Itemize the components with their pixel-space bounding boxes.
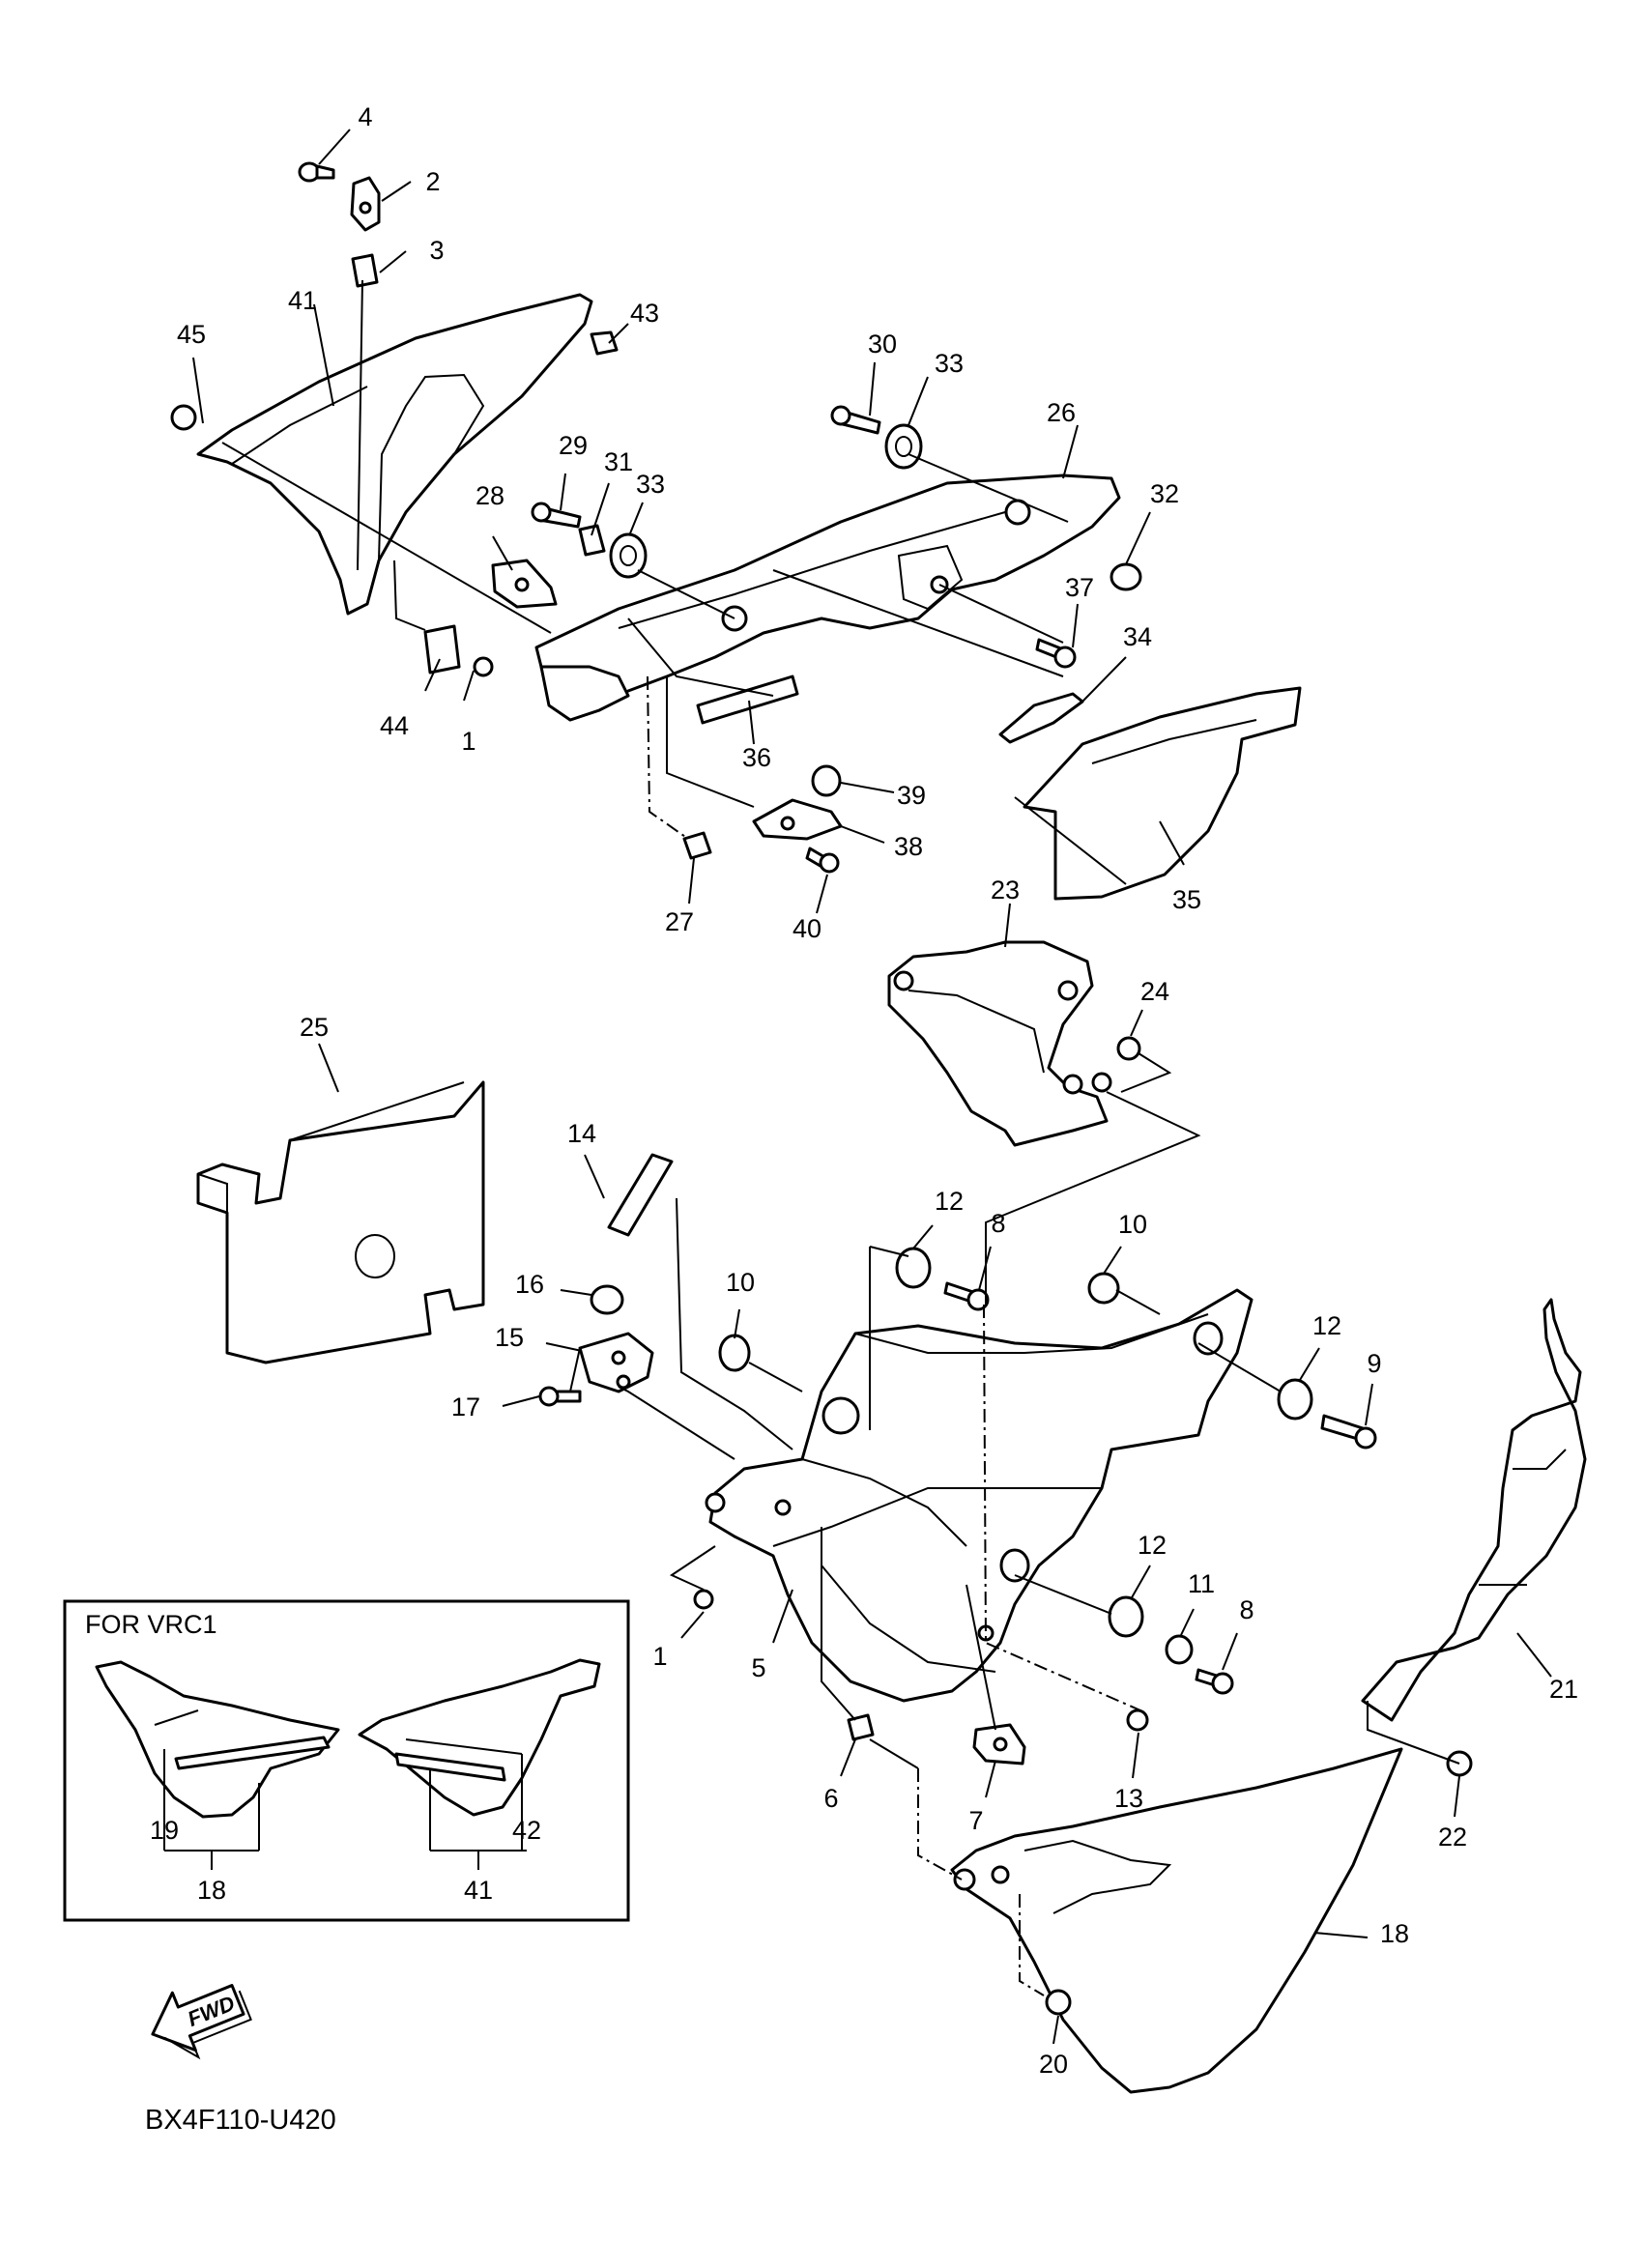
- inset-part-41-cover: [358, 1658, 601, 1817]
- callout-label: 4: [358, 102, 372, 131]
- callout-label: 23: [991, 876, 1020, 904]
- callout-label: 24: [1140, 977, 1169, 1006]
- part-39-grommet: [811, 764, 842, 797]
- callout-label: 42: [512, 1816, 541, 1845]
- callout-label: 12: [1138, 1531, 1167, 1560]
- part-5-frame: [708, 1288, 1254, 1703]
- callout-label: 43: [630, 299, 659, 328]
- part-3-clip: [351, 253, 379, 288]
- part-32-collar: [1110, 562, 1142, 591]
- part-34-pad: [998, 692, 1084, 744]
- callout-label: 10: [1118, 1210, 1147, 1239]
- callout-label: 25: [300, 1013, 329, 1042]
- callout-label: 41: [288, 286, 317, 315]
- callout-label: 21: [1549, 1675, 1578, 1704]
- part-25-panel: [196, 1080, 485, 1364]
- callout-label: 38: [894, 832, 923, 861]
- callout-label: 10: [726, 1268, 755, 1297]
- callout-label: 30: [868, 330, 897, 359]
- callout-label: 8: [1239, 1595, 1254, 1624]
- callout-label: 12: [1312, 1311, 1341, 1340]
- callout-label: 18: [1380, 1919, 1409, 1948]
- diagram-code: BX4F110-U420: [145, 2105, 336, 2136]
- part-31-collar: [578, 524, 606, 557]
- part-23-bracket: [887, 940, 1109, 1147]
- callout-label: 11: [1188, 1569, 1215, 1598]
- callout-label: 19: [150, 1816, 179, 1845]
- inset-part-18-cover: [95, 1660, 340, 1819]
- upper-assembly: [170, 129, 1302, 914]
- part-11-collar: [1165, 1634, 1194, 1665]
- part-36-pad: [696, 675, 799, 725]
- callout-label: 12: [935, 1187, 964, 1216]
- part-26-frame: [534, 474, 1121, 722]
- callout-label: 33: [935, 349, 964, 378]
- part-20-screw: [1045, 1989, 1072, 2016]
- part-27-nut: [682, 831, 712, 860]
- callout-label: 14: [567, 1119, 596, 1148]
- part-33-grommet-a: [609, 532, 648, 579]
- part-1-screw-lower: [693, 1589, 714, 1610]
- part-1-screw-upper: [473, 656, 494, 677]
- part-12-grommet-low: [1108, 1595, 1144, 1638]
- callout-label: 28: [476, 481, 504, 510]
- part-10-collar-right: [1087, 1272, 1120, 1305]
- callout-label: 33: [636, 470, 665, 499]
- callout-label: 16: [515, 1270, 544, 1299]
- callout-label: 31: [604, 447, 633, 476]
- callout-label: 13: [1114, 1784, 1143, 1813]
- callout-label: 18: [197, 1876, 226, 1905]
- part-21-cover: [1361, 1298, 1587, 1722]
- callout-label: 27: [665, 907, 694, 936]
- callout-label: 1: [652, 1642, 667, 1671]
- part-43-nut: [590, 330, 619, 356]
- vrc1-inset: FOR VRC1: [63, 1599, 630, 1922]
- callout-label: 37: [1065, 573, 1094, 602]
- callout-label: 26: [1047, 398, 1076, 427]
- part-45-screw: [170, 404, 197, 431]
- callout-label: 5: [751, 1653, 765, 1682]
- callout-label: 45: [177, 320, 206, 349]
- callout-label: 15: [495, 1323, 524, 1352]
- callout-label: 40: [793, 914, 822, 943]
- part-24-nut: [1116, 1036, 1141, 1061]
- callout-label: 3: [429, 236, 444, 265]
- lower-assembly: [196, 796, 1587, 2094]
- callout-label: 41: [464, 1876, 493, 1905]
- callout-label: 39: [897, 781, 926, 810]
- callout-label: 6: [823, 1784, 838, 1813]
- part-16-grommet: [590, 1284, 624, 1315]
- callout-label: 44: [380, 711, 409, 740]
- callout-label: 8: [991, 1209, 1005, 1238]
- callout-label: 32: [1150, 479, 1179, 508]
- callout-label: 7: [968, 1806, 983, 1835]
- callout-labels: 1 1 2 3 4 5 6 7 8 8 9 10 10 11 12 12 12 …: [150, 102, 1578, 2079]
- inset-title: FOR VRC1: [85, 1610, 217, 1639]
- callout-label: 22: [1438, 1823, 1467, 1852]
- part-12-grommet-right: [1277, 1378, 1313, 1421]
- fwd-arrow: FWD: [151, 1984, 252, 2060]
- callout-label: 9: [1367, 1349, 1381, 1378]
- part-33-grommet-b: [884, 423, 923, 470]
- part-6-nut: [847, 1713, 875, 1741]
- part-13-screw: [1126, 1708, 1149, 1732]
- callout-label: 35: [1172, 885, 1201, 914]
- part-35-cover: [1023, 686, 1302, 901]
- part-14-strip: [607, 1153, 674, 1237]
- part-38-bracket: [752, 798, 843, 841]
- callout-label: 29: [559, 431, 588, 460]
- callout-label: 34: [1123, 622, 1152, 651]
- part-44-pad: [423, 624, 461, 675]
- callout-label: 36: [742, 743, 771, 772]
- part-10-collar-left: [718, 1334, 751, 1372]
- callout-label: 17: [451, 1392, 480, 1421]
- callout-label: 2: [425, 167, 440, 196]
- callout-label: 20: [1039, 2050, 1068, 2079]
- callout-label: 1: [461, 727, 476, 756]
